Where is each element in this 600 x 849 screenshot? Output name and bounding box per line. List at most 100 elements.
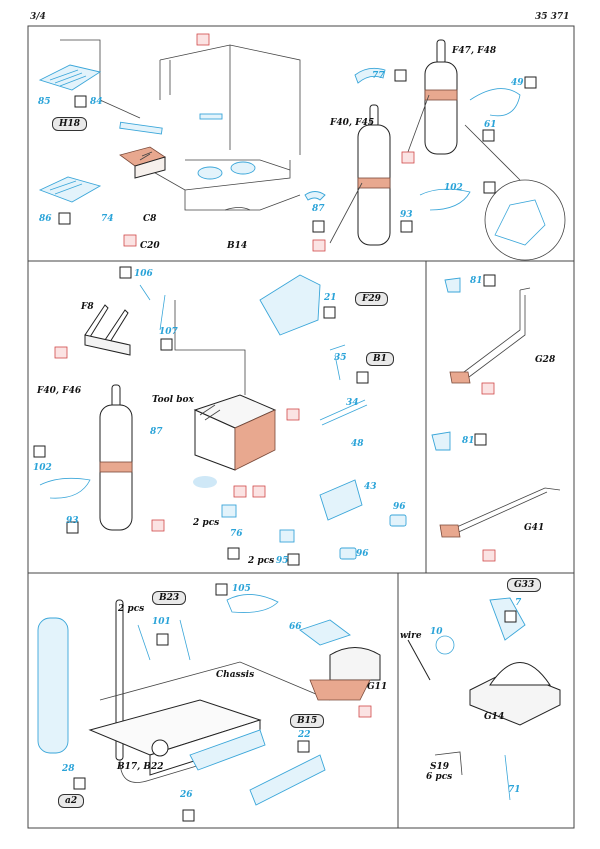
gas-cylinder-f46 [99, 384, 133, 531]
cab-frame-b14 [60, 39, 301, 211]
ring-10 [435, 635, 455, 655]
part-35: 35 [334, 353, 347, 363]
part-34: 34 [346, 398, 359, 408]
panel-top [27, 25, 575, 262]
fold-icons [33, 69, 537, 822]
part-48: 48 [351, 439, 364, 449]
lever-g28 [444, 277, 531, 384]
part-101: 101 [152, 617, 171, 627]
plate-86 [38, 176, 102, 203]
bracket-35 [329, 344, 346, 381]
pill-g33: G33 [507, 578, 542, 592]
pill-f29: F29 [355, 292, 388, 306]
part-96b: 96 [356, 549, 369, 559]
bracket-g11 [309, 647, 381, 701]
part-93a: 93 [400, 210, 413, 220]
plate-66 [299, 619, 351, 646]
label-tool-box: Tool box [152, 395, 194, 405]
part-105: 105 [232, 584, 251, 594]
clamp-77 [354, 67, 386, 84]
part-86: 86 [39, 214, 52, 224]
bracket-21 [259, 274, 321, 336]
gas-cylinder-f40 [329, 104, 391, 246]
part-26: 26 [180, 790, 193, 800]
fuel-tank [88, 661, 331, 776]
detail-circle [464, 124, 566, 261]
label-f40-f46: F40, F46 [37, 386, 82, 396]
part-71: 71 [508, 785, 521, 795]
label-c20: C20 [140, 241, 160, 251]
part-85: 85 [38, 97, 51, 107]
label-2pcs-c: 2 pcs [118, 604, 145, 614]
clip-96a [389, 514, 407, 527]
bracket-106 [139, 284, 151, 301]
label-f47-f48: F47, F48 [452, 46, 497, 56]
panel-bottom-left [27, 572, 399, 829]
clip-76 [221, 504, 237, 518]
part-49: 49 [511, 78, 524, 88]
pill-h18: H18 [52, 117, 88, 131]
etch-markers [54, 33, 496, 718]
strap-105 [226, 594, 279, 613]
label-b14: B14 [227, 241, 248, 251]
part-96a: 96 [393, 502, 406, 512]
part-22: 22 [298, 730, 311, 740]
label-c8: C8 [143, 214, 157, 224]
bracket-107 [159, 294, 166, 331]
part-76: 76 [230, 529, 243, 539]
strip-48 [319, 399, 368, 426]
wire-piece [407, 639, 431, 681]
label-6pcs: 6 pcs [426, 772, 453, 782]
label-wire: wire [400, 631, 422, 641]
plate-85 [38, 64, 102, 91]
label-chassis: Chassis [216, 670, 255, 680]
panel-bottom-right [397, 572, 575, 829]
strip-71 [504, 754, 511, 801]
strap-102 [419, 188, 471, 211]
part-43: 43 [364, 482, 377, 492]
part-7: 7 [515, 598, 522, 608]
pill-a2: a2 [58, 794, 85, 808]
part-87a: 87 [312, 204, 325, 214]
part-10: 10 [430, 627, 443, 637]
strap-49 [469, 88, 521, 117]
sheet-number: 3/4 [30, 12, 46, 22]
pill-b1: B1 [366, 352, 394, 366]
shadow-spot [193, 476, 217, 488]
pill-b23: B23 [152, 591, 187, 605]
gas-cylinder-f47 [404, 39, 458, 161]
part-74: 74 [101, 214, 114, 224]
clip-95 [279, 529, 295, 543]
copper-box-c8 [119, 146, 166, 179]
part-95: 95 [276, 556, 289, 566]
part-81a: 81 [470, 276, 483, 286]
kit-number: 35 371 [535, 12, 570, 22]
label-g11: G11 [367, 682, 388, 692]
part-66: 66 [289, 622, 302, 632]
part-84: 84 [90, 97, 103, 107]
label-g41: G41 [524, 523, 545, 533]
part-81b: 81 [462, 436, 475, 446]
guide-line-a [174, 300, 246, 395]
label-g28: G28 [535, 355, 556, 365]
clamp-87 [304, 191, 326, 201]
pill-b15: B15 [290, 714, 325, 728]
part-93b: 93 [66, 516, 79, 526]
housing-g14 [469, 662, 561, 726]
exhaust-pipe [37, 599, 201, 783]
label-f40-f45: F40, F45 [330, 118, 375, 128]
bracket-101 [137, 619, 191, 661]
part-61: 61 [484, 120, 497, 130]
part-87b: 87 [150, 427, 163, 437]
part-77: 77 [372, 71, 385, 81]
clip-96b [339, 547, 357, 560]
label-f8: F8 [81, 302, 94, 312]
tool-box [193, 394, 277, 471]
label-2pcs-a: 2 pcs [193, 518, 220, 528]
lever-g41 [431, 431, 561, 538]
plate-26 [189, 729, 266, 771]
part-107: 107 [159, 327, 178, 337]
part-102a: 102 [444, 183, 463, 193]
bracket-f8 [84, 304, 131, 356]
